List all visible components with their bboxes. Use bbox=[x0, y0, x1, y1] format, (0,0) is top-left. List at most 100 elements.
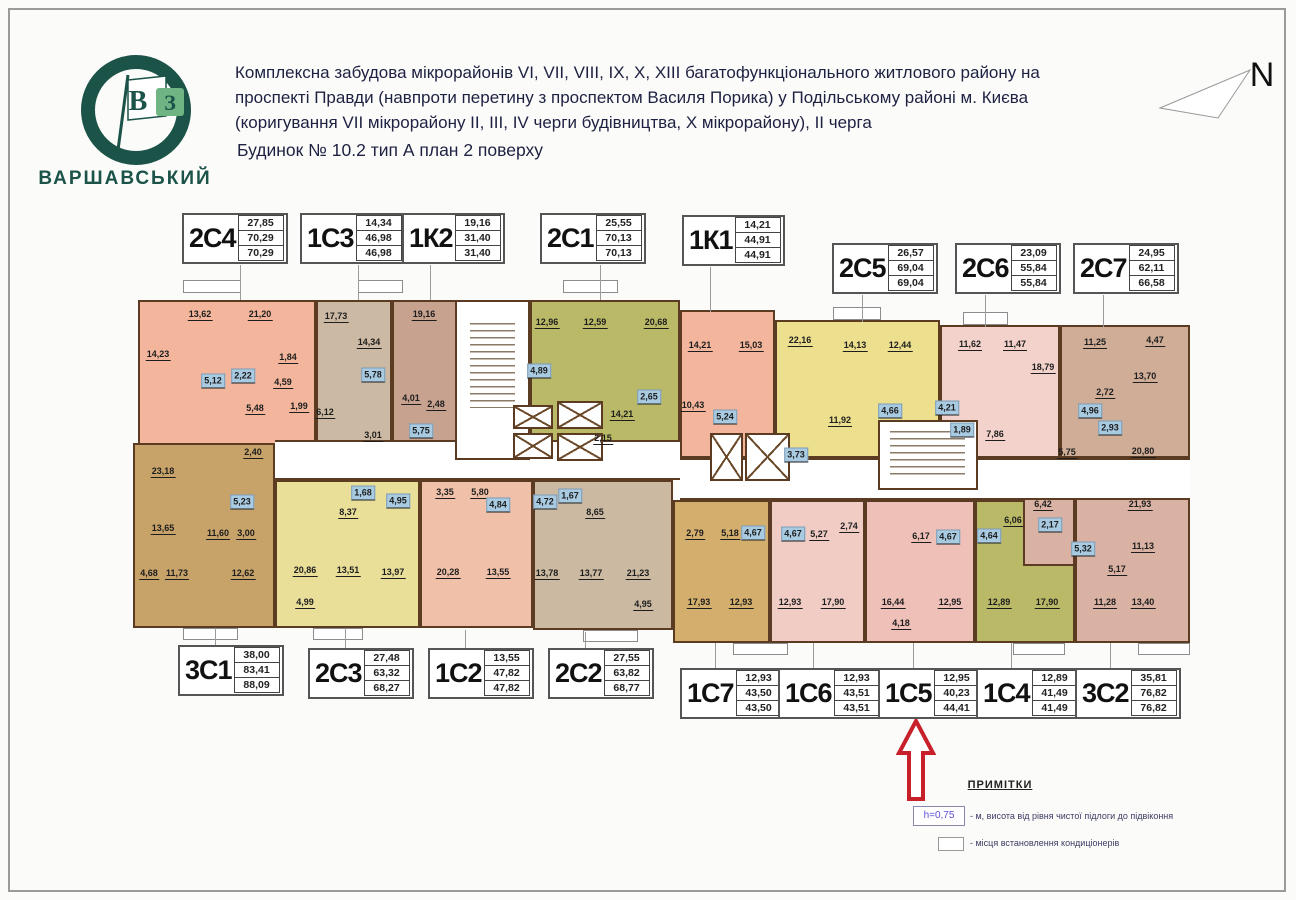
svg-text:В: В bbox=[129, 86, 148, 117]
building-subtitle: Будинок № 10.2 тип А план 2 поверху bbox=[237, 140, 544, 160]
unit-code: 1С3 bbox=[307, 223, 355, 253]
room-area: 5,23 bbox=[230, 494, 254, 510]
notes-title: ПРИМІТКИ bbox=[967, 779, 1033, 791]
unit-area-value: 43,51 bbox=[833, 685, 880, 701]
unit-area-value: 68,77 bbox=[603, 680, 650, 696]
room-area: 2,15 bbox=[593, 433, 613, 445]
varshavskyi-logo-icon: В З bbox=[81, 55, 191, 165]
unit-area-value: 31,40 bbox=[454, 230, 501, 246]
unit-area-value: 66,58 bbox=[1128, 275, 1175, 291]
room-area: 18,79 bbox=[1030, 362, 1056, 374]
room-area: 2,48 bbox=[426, 399, 446, 411]
north-arrow-icon: N bbox=[1158, 56, 1274, 119]
unit-area-value: 83,41 bbox=[233, 662, 280, 678]
title-line-1: Комплексна забудова мікрорайонів VI, VII… bbox=[235, 63, 1040, 82]
room-area: 1,99 bbox=[289, 401, 309, 413]
unit-code: 1С2 bbox=[435, 658, 483, 688]
unit-code: 1С6 bbox=[785, 678, 833, 708]
label-leader-line bbox=[430, 265, 431, 300]
room-area: 4,47 bbox=[1145, 335, 1165, 347]
room-area: 5,18 bbox=[720, 528, 740, 540]
room-area: 13,62 bbox=[187, 309, 213, 321]
unit-area-value: 63,32 bbox=[363, 665, 410, 681]
room-area: 4,67 bbox=[741, 525, 765, 541]
room-area: 14,23 bbox=[145, 349, 171, 361]
label-leader-line bbox=[240, 265, 241, 300]
unit-area-value: 41,49 bbox=[1031, 700, 1078, 716]
room-area: 4,18 bbox=[891, 618, 911, 630]
room-area: 1,89 bbox=[950, 422, 974, 438]
unit-area-value: 43,50 bbox=[735, 700, 782, 716]
apartment-region-3С1 bbox=[133, 443, 275, 628]
room-area: 2,93 bbox=[1098, 420, 1122, 436]
unit-area-value: 70,29 bbox=[237, 230, 284, 246]
unit-area-value: 44,41 bbox=[933, 700, 980, 716]
title-line-2: проспекті Правди (навпроти перетину з пр… bbox=[235, 88, 1029, 107]
unit-area-value: 13,55 bbox=[483, 650, 530, 666]
room-area: 20,28 bbox=[435, 567, 461, 579]
room-area: 5,24 bbox=[713, 409, 737, 425]
sill-height-legend-text: - м, висота від рівня чистої підлоги до … bbox=[970, 811, 1174, 821]
label-leader-line bbox=[710, 267, 711, 312]
room-area: 4,95 bbox=[633, 599, 653, 611]
label-leader-line bbox=[465, 630, 466, 648]
unit-area-value: 55,84 bbox=[1010, 275, 1057, 291]
room-area: 17,73 bbox=[323, 311, 349, 323]
unit-area-value: 35,81 bbox=[1130, 670, 1177, 686]
room-area: 4,84 bbox=[486, 497, 510, 513]
room-area: 14,13 bbox=[842, 340, 868, 352]
unit-code: 1С7 bbox=[687, 678, 735, 708]
balcony bbox=[183, 628, 238, 640]
room-area: 5,75 bbox=[409, 423, 433, 439]
unit-code: 1К1 bbox=[689, 225, 734, 255]
apartment-region-3С2 bbox=[1075, 491, 1190, 643]
label-leader-line bbox=[358, 265, 359, 300]
balcony bbox=[358, 280, 403, 293]
room-area: 11,28 bbox=[1092, 597, 1118, 609]
room-area: 12,93 bbox=[728, 597, 754, 609]
room-area: 13,40 bbox=[1130, 597, 1156, 609]
room-area: 4,59 bbox=[273, 377, 293, 389]
room-area: 12,96 bbox=[534, 317, 560, 329]
unit-area-value: 47,82 bbox=[483, 665, 530, 681]
room-area: 1,84 bbox=[278, 352, 298, 364]
room-area: 11,62 bbox=[957, 339, 983, 351]
unit-area-value: 70,13 bbox=[595, 230, 642, 246]
room-area: 2,79 bbox=[685, 528, 705, 540]
room-area: 12,95 bbox=[937, 597, 963, 609]
room-area: 13,77 bbox=[578, 568, 604, 580]
room-area: 4,67 bbox=[936, 529, 960, 545]
room-area: 11,73 bbox=[164, 568, 190, 580]
room-area: 1,67 bbox=[558, 488, 582, 504]
room-area: 2,74 bbox=[839, 521, 859, 533]
apartment-region-1С7 bbox=[673, 500, 770, 643]
apartment-region-1С2 bbox=[420, 480, 533, 628]
room-area: 13,51 bbox=[335, 565, 361, 577]
unit-code: 1С5 bbox=[885, 678, 933, 708]
unit-area-value: 41,49 bbox=[1031, 685, 1078, 701]
room-area: 17,90 bbox=[1034, 597, 1060, 609]
room-area: 2,72 bbox=[1095, 387, 1115, 399]
apartment-region-1С5 bbox=[865, 500, 975, 643]
apartment-region-1С6 bbox=[770, 500, 865, 643]
unit-1c5-pointer-arrow-icon bbox=[896, 718, 936, 801]
apartment-region-2С7 bbox=[1060, 325, 1190, 458]
room-area: 3,00 bbox=[236, 528, 256, 540]
ac-legend-box bbox=[938, 837, 964, 851]
project-title: Комплексна забудова мікрорайонів VI, VII… bbox=[235, 60, 1145, 135]
